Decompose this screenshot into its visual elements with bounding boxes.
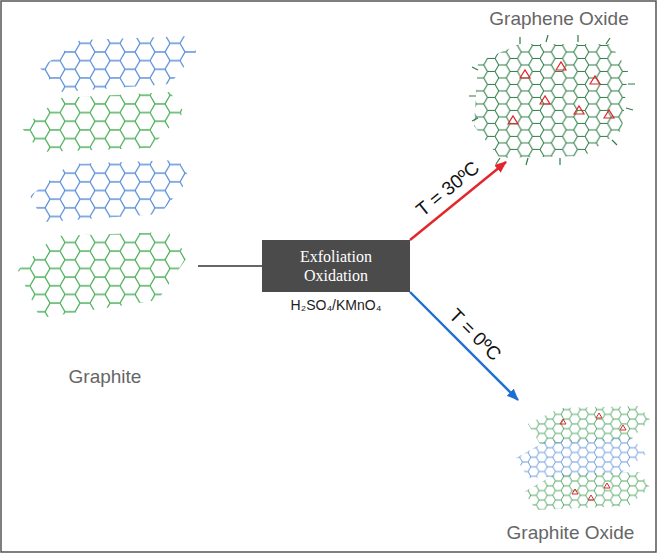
box-label: Exfoliation Oxidation — [270, 247, 402, 285]
reaction-arrow — [198, 265, 262, 267]
illustration-node: Graphene Oxide — [466, 6, 652, 162]
node-title: Graphite — [12, 366, 198, 388]
illustration-node: Graphite Oxide — [488, 400, 653, 546]
node-title: Graphite Oxide — [488, 522, 653, 544]
reaction-arrow — [410, 292, 518, 400]
graphite-layers — [18, 36, 196, 318]
graphite-oxide-layers — [516, 406, 650, 510]
node-title: Graphene Oxide — [466, 8, 652, 30]
graphene-oxide-sheet — [469, 35, 635, 165]
illustration-node: Graphite — [12, 18, 198, 390]
process-box: Exfoliation OxidationH₂SO₄/KMnO₄ — [262, 240, 410, 292]
reagent-label: H₂SO₄/KMnO₄ — [291, 297, 382, 313]
